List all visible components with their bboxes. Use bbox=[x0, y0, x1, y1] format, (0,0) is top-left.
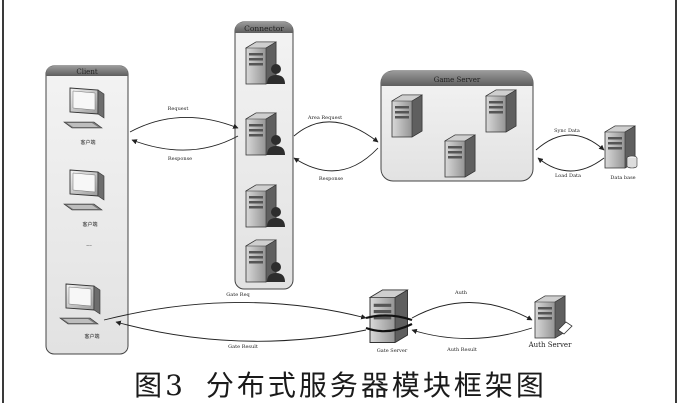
database-label: Data base bbox=[610, 175, 635, 181]
client-computer: 客户端 bbox=[59, 283, 101, 340]
area-request-arrow bbox=[293, 121, 379, 143]
client-label: 客户端 bbox=[82, 221, 97, 228]
gate-server: Gate Server bbox=[365, 289, 413, 354]
gate-result-label: Gate Result bbox=[228, 344, 258, 350]
response-label: Response bbox=[168, 156, 192, 162]
request-arrow bbox=[129, 116, 239, 133]
figure-caption: 图3 分布式服务器模块框架图 bbox=[0, 364, 681, 404]
area-response-arrow bbox=[293, 147, 379, 172]
area-request-label: Area Request bbox=[307, 115, 342, 121]
game-server-3 bbox=[444, 134, 476, 178]
auth-result-label: Auth Result bbox=[446, 347, 477, 353]
figure-number: 图3 bbox=[134, 369, 186, 402]
edges bbox=[103, 116, 605, 342]
game-server-panel-title: Game Server bbox=[434, 76, 481, 84]
gate-server-label: Gate Server bbox=[377, 348, 408, 354]
auth-server: Auth Server bbox=[528, 295, 573, 349]
sync-data-arrow bbox=[535, 134, 605, 151]
connector-panel-title: Connector bbox=[244, 24, 284, 33]
client-panel-title: Client bbox=[76, 68, 97, 76]
client-label: 客户端 bbox=[84, 333, 99, 340]
gate-req-label: Gate Req bbox=[226, 292, 250, 298]
area-response-label: Response bbox=[319, 176, 343, 182]
sync-data-label: Sync Data bbox=[554, 128, 580, 134]
auth-label: Auth bbox=[454, 290, 468, 296]
figure-title: 分布式服务器模块框架图 bbox=[205, 369, 547, 402]
ellipsis: ... bbox=[86, 241, 92, 248]
response-arrow bbox=[131, 135, 239, 151]
load-data-arrow bbox=[537, 157, 605, 172]
request-label: Request bbox=[168, 106, 189, 112]
client-computer: 客户端 bbox=[63, 169, 105, 228]
gate-req-arrow bbox=[103, 302, 367, 321]
auth-arrow bbox=[411, 302, 533, 321]
game-server-2 bbox=[485, 89, 517, 133]
load-data-label: Load Data bbox=[555, 173, 581, 179]
client-label: 客户端 bbox=[80, 139, 95, 146]
game-server-1 bbox=[391, 94, 423, 138]
client-computer: 客户端 bbox=[63, 87, 105, 146]
auth-result-arrow bbox=[411, 327, 533, 339]
gate-result-arrow bbox=[115, 320, 367, 342]
database-server: Data base bbox=[604, 125, 638, 181]
auth-server-label: Auth Server bbox=[528, 341, 572, 349]
